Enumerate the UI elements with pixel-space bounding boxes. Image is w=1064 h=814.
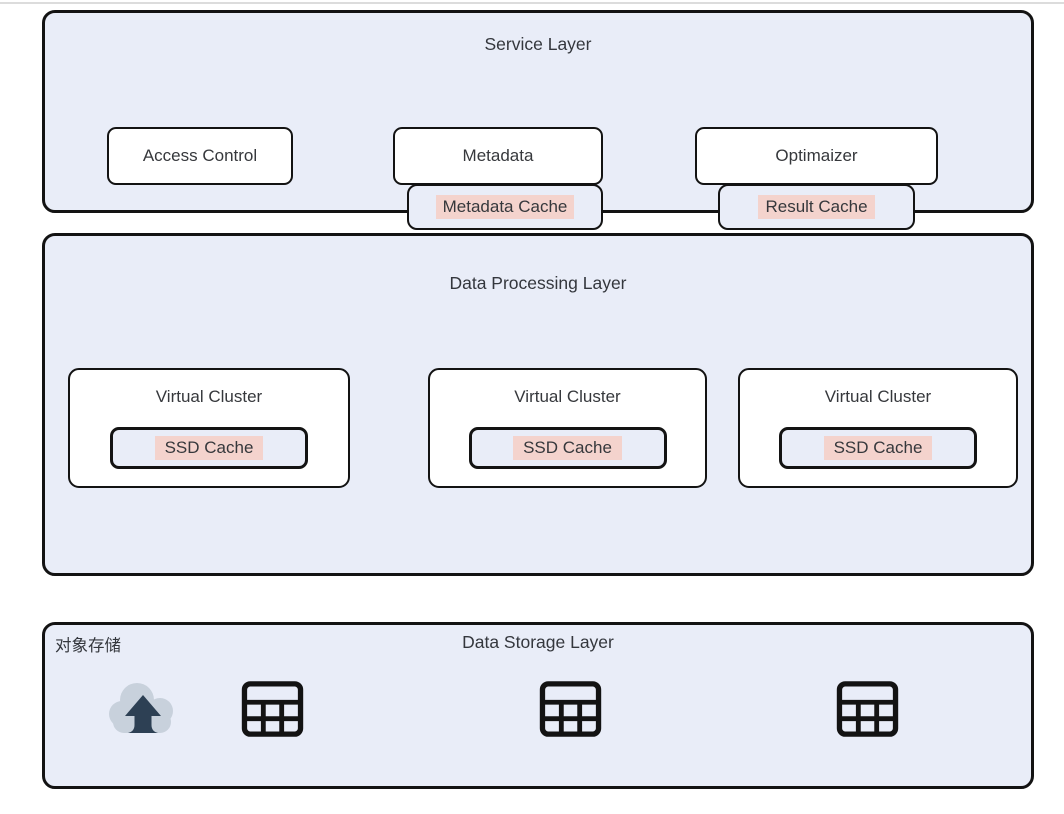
virtual-cluster-node: Virtual Cluster SSD Cache [68, 368, 350, 488]
page-top-divider [0, 2, 1064, 4]
virtual-cluster-node: Virtual Cluster SSD Cache [428, 368, 707, 488]
virtual-cluster-node: Virtual Cluster SSD Cache [738, 368, 1018, 488]
virtual-cluster-label: Virtual Cluster [824, 387, 932, 406]
metadata-cache-node: Metadata Cache [407, 184, 603, 230]
data-processing-layer-title: Data Processing Layer [449, 273, 627, 293]
object-storage-label: 对象存储 [55, 637, 121, 655]
ssd-cache-label: SSD Cache [823, 436, 933, 460]
optimizer-node: Optimaizer [695, 127, 938, 185]
result-cache-node: Result Cache [718, 184, 915, 230]
ssd-cache-node: SSD Cache [110, 427, 308, 469]
result-cache-label: Result Cache [758, 195, 875, 219]
data-storage-layer-container: 对象存储 Data Storage Layer [42, 622, 1034, 789]
table-icon [835, 680, 900, 738]
metadata-label: Metadata [462, 146, 534, 165]
virtual-cluster-label: Virtual Cluster [155, 387, 263, 406]
service-layer-title: Service Layer [484, 34, 592, 54]
ssd-cache-label: SSD Cache [513, 436, 622, 460]
data-storage-layer-title: Data Storage Layer [462, 632, 614, 652]
metadata-cache-label: Metadata Cache [435, 195, 575, 219]
cloud-upload-icon [107, 679, 179, 739]
ssd-cache-node: SSD Cache [468, 427, 667, 469]
access-control-node: Access Control [107, 127, 293, 185]
table-icon [240, 680, 305, 738]
optimizer-label: Optimaizer [775, 146, 858, 165]
virtual-cluster-label: Virtual Cluster [514, 387, 621, 406]
table-icon [538, 680, 603, 738]
metadata-node: Metadata [393, 127, 603, 185]
ssd-cache-node: SSD Cache [779, 427, 977, 469]
access-control-label: Access Control [142, 146, 258, 165]
ssd-cache-label: SSD Cache [154, 436, 264, 460]
